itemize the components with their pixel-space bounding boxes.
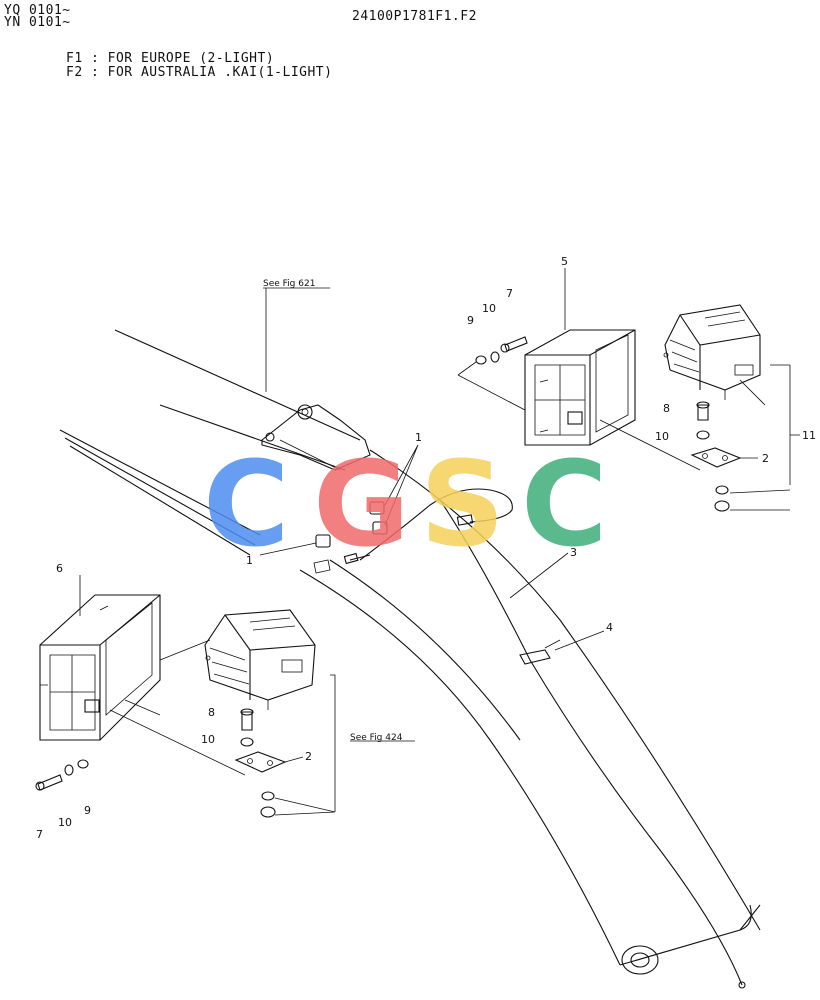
watermark-letter-c1: C — [203, 435, 290, 573]
bracket-2-left — [234, 751, 287, 773]
watermark-logo: C G S C — [203, 435, 608, 573]
ref-fig-621: See Fig 621 — [263, 279, 315, 289]
callout-8a: 8 — [663, 402, 670, 415]
connector-group — [313, 501, 388, 574]
callout-2a: 2 — [762, 452, 769, 465]
light-guard-left — [39, 594, 161, 741]
callouts: See Fig 621 See Fig 424 1 1 2 2 3 4 5 6 … — [36, 255, 816, 841]
bolt-8-right — [697, 404, 709, 421]
callout-11: 11 — [802, 429, 816, 442]
note-f1: F1 : FOR EUROPE (2-LIGHT) — [66, 51, 275, 66]
light-guard-right — [524, 329, 636, 446]
washer-10-right-2 — [696, 430, 710, 440]
callout-9b: 9 — [84, 804, 91, 817]
washer-10-right — [490, 351, 500, 363]
note-f2: F2 : FOR AUSTRALIA .KAI(1-LIGHT) — [66, 65, 333, 80]
serial-yq: YQ 0101~ — [4, 3, 71, 18]
bolt-7-right — [504, 336, 528, 352]
callout-8b: 8 — [208, 706, 215, 719]
boom-mount-bracket — [261, 404, 371, 471]
leader-lines — [79, 268, 800, 816]
hardware-left — [35, 708, 287, 818]
boom-arm — [59, 329, 761, 975]
callout-6: 6 — [56, 562, 63, 575]
callout-2b: 2 — [305, 750, 312, 763]
washer-10-left — [64, 764, 74, 776]
callout-10d: 10 — [58, 816, 72, 829]
callout-7a: 7 — [506, 287, 513, 300]
watermark-letter-g: G — [313, 435, 410, 573]
serial-yn: YN 0101~ — [4, 15, 71, 30]
guard-right-bracket — [567, 411, 583, 425]
cable-clamp — [519, 639, 561, 665]
watermark-letter-c2: C — [521, 435, 608, 573]
watermark-letter-s: S — [420, 435, 505, 573]
callout-1b: 1 — [246, 554, 253, 567]
callout-4: 4 — [606, 621, 613, 634]
connector-middle — [372, 521, 388, 535]
wire-harness — [343, 488, 746, 989]
bolt-7-left — [37, 774, 63, 791]
bolt-8-left — [241, 711, 253, 731]
callout-1a: 1 — [415, 431, 422, 444]
guard-left-bracket — [84, 699, 100, 713]
callout-10b: 10 — [655, 430, 669, 443]
part-number: 24100P1781F1.F2 — [352, 9, 477, 24]
callout-9a: 9 — [467, 314, 474, 327]
callout-7b: 7 — [36, 828, 43, 841]
washer-9-right — [475, 355, 487, 365]
washer-9-left — [77, 759, 89, 769]
callout-10c: 10 — [201, 733, 215, 746]
callout-3: 3 — [570, 546, 577, 559]
work-light-left — [204, 609, 316, 710]
bracket-2-right — [690, 447, 742, 468]
connector-upper — [369, 501, 385, 515]
hardware-right — [475, 336, 742, 512]
connector-lower — [315, 534, 331, 548]
work-light-right — [663, 304, 766, 406]
callout-5: 5 — [561, 255, 568, 268]
ref-fig-424: See Fig 424 — [350, 733, 403, 743]
callout-10a: 10 — [482, 302, 496, 315]
